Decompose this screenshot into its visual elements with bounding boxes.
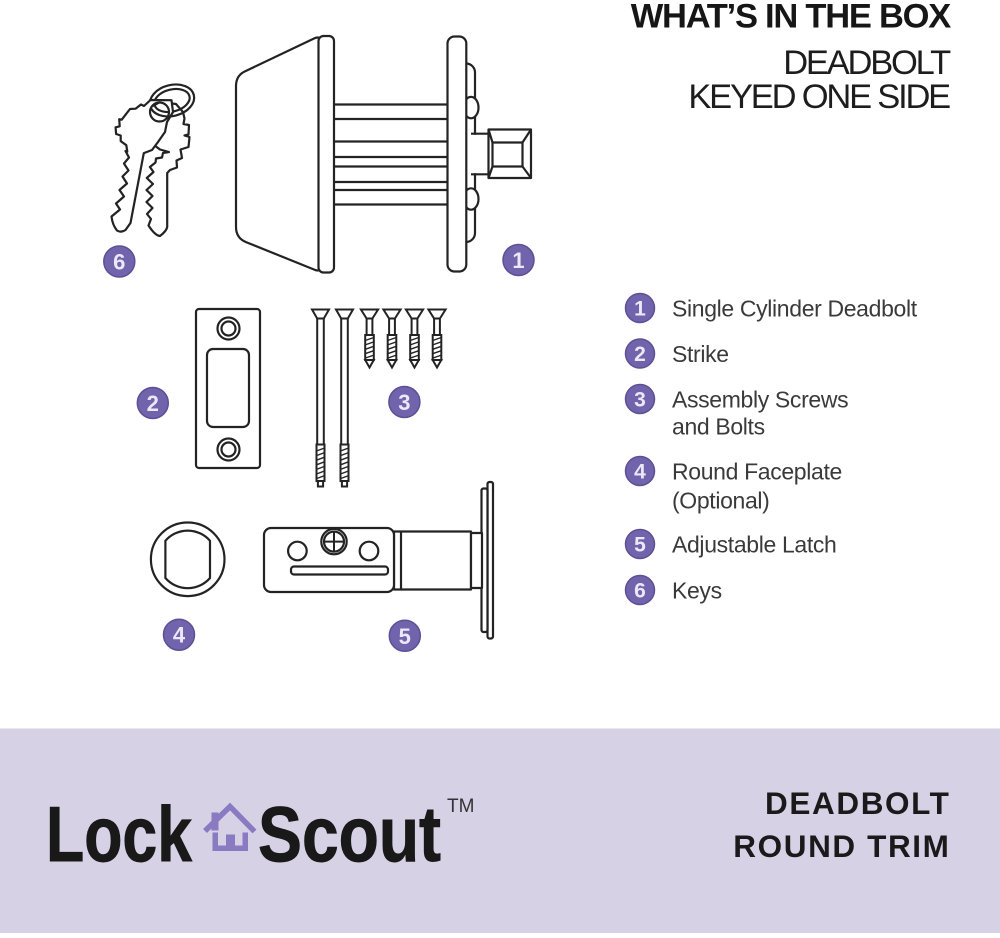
svg-text:6: 6 xyxy=(634,580,646,603)
svg-text:4: 4 xyxy=(173,623,186,648)
svg-text:4: 4 xyxy=(634,461,646,484)
svg-text:Scout: Scout xyxy=(258,790,441,878)
svg-text:Round Faceplate: Round Faceplate xyxy=(672,459,842,485)
svg-text:Assembly Screws: Assembly Screws xyxy=(672,387,848,413)
svg-text:5: 5 xyxy=(634,534,646,557)
svg-text:3: 3 xyxy=(398,390,410,415)
svg-text:1: 1 xyxy=(512,248,524,273)
svg-text:Strike: Strike xyxy=(672,341,729,367)
svg-text:ROUND TRIM: ROUND TRIM xyxy=(733,828,950,864)
svg-text:(Optional): (Optional) xyxy=(672,488,770,514)
svg-text:KEYED ONE SIDE: KEYED ONE SIDE xyxy=(688,78,950,116)
svg-text:TM: TM xyxy=(447,796,474,817)
svg-text:Keys: Keys xyxy=(672,578,722,604)
svg-text:1: 1 xyxy=(634,298,646,321)
svg-text:Adjustable Latch: Adjustable Latch xyxy=(672,532,836,558)
svg-text:6: 6 xyxy=(113,250,125,275)
svg-text:DEADBOLT: DEADBOLT xyxy=(765,785,950,821)
svg-text:Lock: Lock xyxy=(46,790,192,878)
svg-text:DEADBOLT: DEADBOLT xyxy=(783,44,951,82)
svg-text:and Bolts: and Bolts xyxy=(672,414,765,440)
svg-text:2: 2 xyxy=(634,343,646,366)
svg-text:3: 3 xyxy=(634,389,646,412)
svg-text:2: 2 xyxy=(147,391,159,416)
svg-text:Single Cylinder Deadbolt: Single Cylinder Deadbolt xyxy=(672,296,918,322)
svg-text:WHAT’S IN THE BOX: WHAT’S IN THE BOX xyxy=(631,0,952,36)
svg-text:5: 5 xyxy=(399,624,411,649)
